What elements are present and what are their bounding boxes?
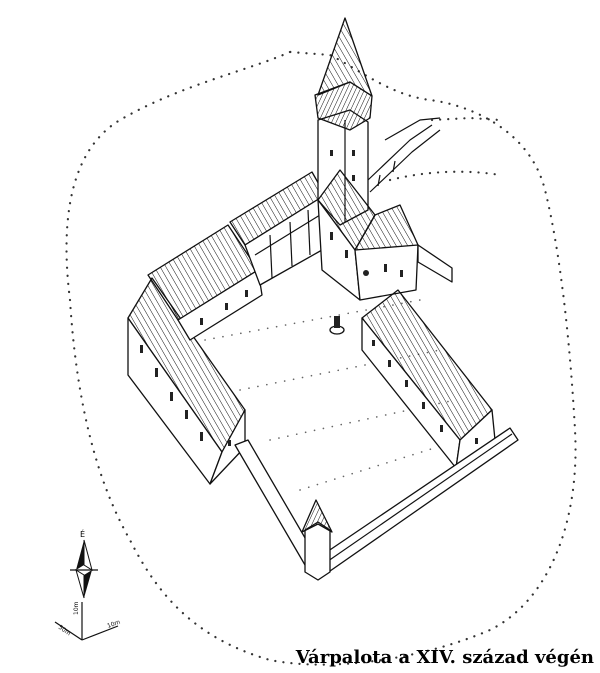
well [329,316,345,335]
east-wing-windows [372,340,478,444]
courtyard-path [204,299,461,491]
axis-right-label: 10m [106,619,121,630]
moat-outline [65,50,577,666]
chapel-windows [330,232,403,277]
gallery-timbers [254,209,321,279]
tower-bridge [367,117,441,193]
compass-rose: É [70,528,98,599]
south-wall-top [317,433,513,569]
north-wing-windows [200,290,248,325]
north-wing-wall [177,269,263,341]
ramp-dots [430,116,502,122]
axis-up-label: 10m [73,601,80,615]
compass-north-label: É [80,528,85,539]
inner-outline [388,170,502,182]
east-block-wall [354,244,419,301]
east-back-wall [417,244,453,283]
scale-axes: 50m 10m 10m [54,601,121,641]
gate-tower-roof [301,499,333,533]
west-wing-windows [140,345,231,446]
gate-tower [304,521,331,581]
tower-spire [317,17,373,97]
west-curtain-wall [234,439,316,566]
caption: Várpalota a XIV. század végén [295,647,594,668]
axis-left-label: 50m [57,624,72,638]
tower-windows [330,150,355,181]
